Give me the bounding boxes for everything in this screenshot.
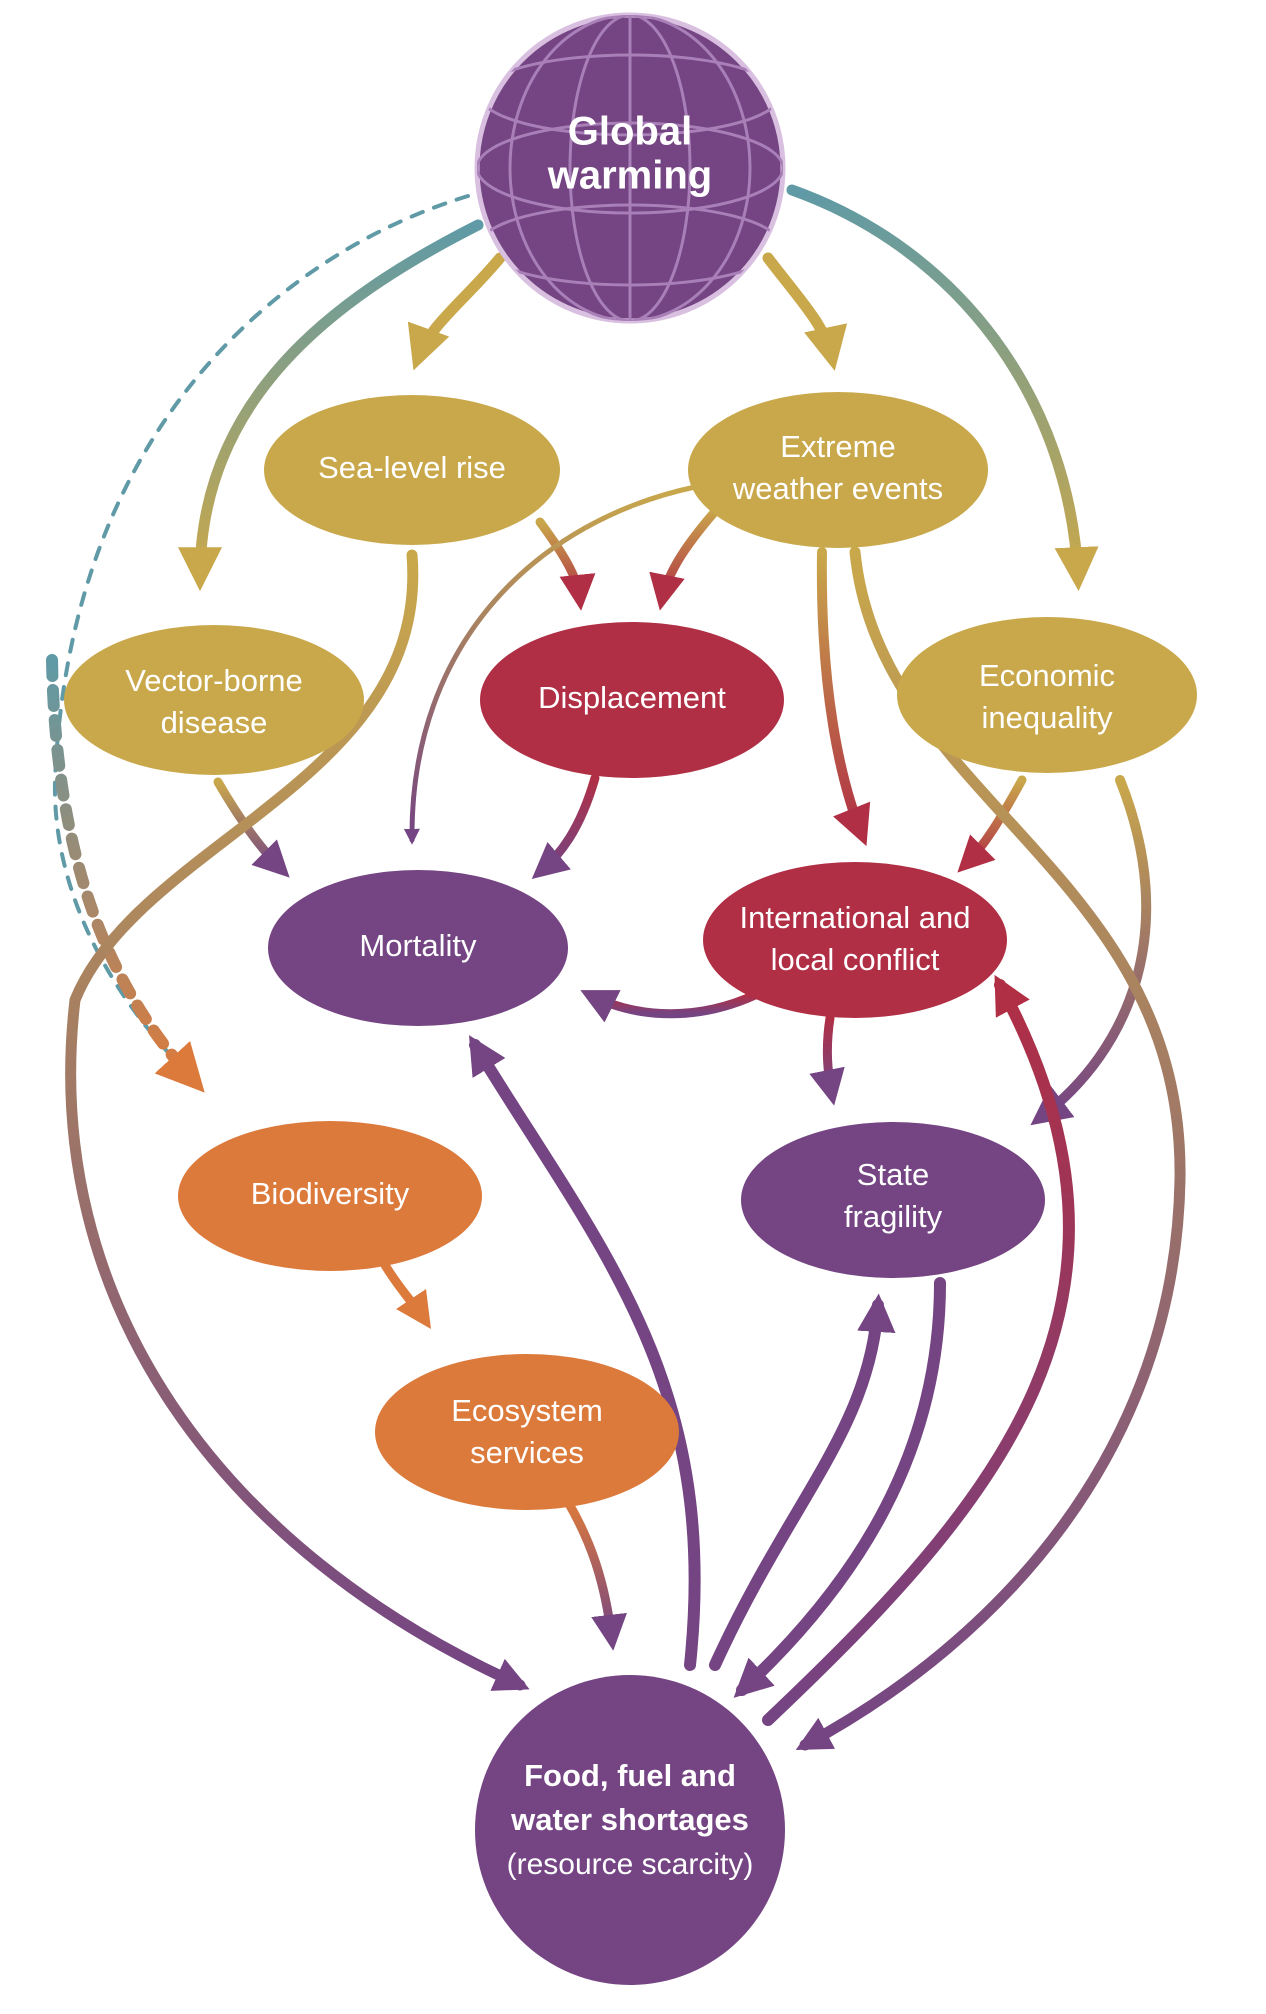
conflict-label-line2: local conflict bbox=[771, 942, 940, 977]
global-warming-label-line1: Global bbox=[568, 110, 692, 154]
arrow-sea-level-rise-to-resource-scarcity bbox=[65, 549, 530, 1691]
vector-borne-label-line1: Vector-borne bbox=[125, 663, 303, 698]
arrow-global-warming-to-vector-borne bbox=[178, 219, 484, 592]
biodiversity-label: Biodiversity bbox=[251, 1176, 410, 1211]
arrow-vector-borne-to-mortality bbox=[213, 777, 290, 878]
arrow-global-warming-to-biodiversity-lower bbox=[46, 654, 205, 1093]
global-warming-label-line2: warming bbox=[547, 154, 712, 198]
arrow-ecosystem-services-to-resource-scarcity bbox=[563, 1497, 627, 1651]
arrow-resource-scarcity-to-conflict bbox=[762, 974, 1075, 1726]
node-displacement: Displacement bbox=[480, 622, 784, 778]
node-global-warming: Global warming bbox=[474, 12, 786, 324]
state-fragility-label-line1: State bbox=[857, 1157, 929, 1192]
resource-scarcity-label-line3: (resource scarcity) bbox=[507, 1848, 754, 1881]
arrow-global-warming-to-economic-inequality bbox=[786, 184, 1099, 592]
ecosystem-services-label-line2: services bbox=[470, 1435, 584, 1470]
arrow-economic-inequality-to-state-fragility bbox=[1030, 775, 1152, 1126]
arrow-global-warming-to-extreme-weather bbox=[762, 252, 848, 371]
arrow-resource-scarcity-to-mortality bbox=[469, 1035, 701, 1671]
node-economic-inequality: Economic inequality bbox=[897, 617, 1197, 773]
node-sea-level-rise: Sea-level rise bbox=[264, 395, 560, 545]
extreme-weather-label-line2: weather events bbox=[732, 471, 943, 506]
arrow-global-warming-to-biodiversity bbox=[52, 194, 470, 1087]
arrow-economic-inequality-to-conflict bbox=[957, 775, 1027, 873]
node-state-fragility: State fragility bbox=[741, 1122, 1045, 1278]
arrow-global-warming-to-sea-level-rise bbox=[407, 252, 506, 371]
arrow-conflict-to-state-fragility bbox=[809, 1013, 845, 1106]
mortality-label: Mortality bbox=[359, 928, 477, 963]
economic-inequality-label-line1: Economic bbox=[979, 658, 1115, 693]
arrow-sea-level-rise-to-displacement bbox=[535, 517, 596, 611]
node-biodiversity: Biodiversity bbox=[178, 1121, 482, 1271]
node-mortality: Mortality bbox=[268, 870, 568, 1026]
arrow-extreme-weather-to-conflict bbox=[816, 547, 871, 847]
arrow-displacement-to-mortality bbox=[531, 773, 600, 879]
conflict-label-line1: International and bbox=[740, 900, 971, 935]
node-extreme-weather: Extreme weather events bbox=[688, 392, 988, 548]
arrow-biodiversity-to-ecosystem-services bbox=[380, 1260, 431, 1329]
arrow-extreme-weather-to-mortality bbox=[403, 484, 698, 845]
displacement-label: Displacement bbox=[538, 680, 726, 715]
arrow-conflict-to-mortality bbox=[580, 990, 760, 1023]
node-vector-borne-disease: Vector-borne disease bbox=[64, 625, 364, 775]
sea-level-rise-label: Sea-level rise bbox=[318, 450, 506, 485]
arrow-extreme-weather-to-displacement bbox=[649, 503, 723, 611]
economic-inequality-label-line2: inequality bbox=[982, 700, 1113, 735]
links bbox=[46, 184, 1186, 1751]
node-ecosystem-services: Ecosystem services bbox=[375, 1354, 679, 1510]
state-fragility-label-line2: fragility bbox=[844, 1199, 943, 1234]
arrow-resource-scarcity-to-state-fragility bbox=[709, 1293, 896, 1671]
arrow-state-fragility-to-resource-scarcity bbox=[733, 1277, 946, 1698]
resource-scarcity-label-line1: Food, fuel and bbox=[524, 1758, 736, 1793]
resource-scarcity-label-line2: water shortages bbox=[510, 1802, 749, 1837]
ecosystem-services-label-line1: Ecosystem bbox=[451, 1393, 603, 1428]
node-conflict: International and local conflict bbox=[703, 862, 1007, 1018]
vector-borne-label-line2: disease bbox=[161, 705, 268, 740]
node-resource-scarcity: Food, fuel and water shortages (resource… bbox=[475, 1675, 785, 1985]
extreme-weather-label-line1: Extreme bbox=[780, 429, 895, 464]
